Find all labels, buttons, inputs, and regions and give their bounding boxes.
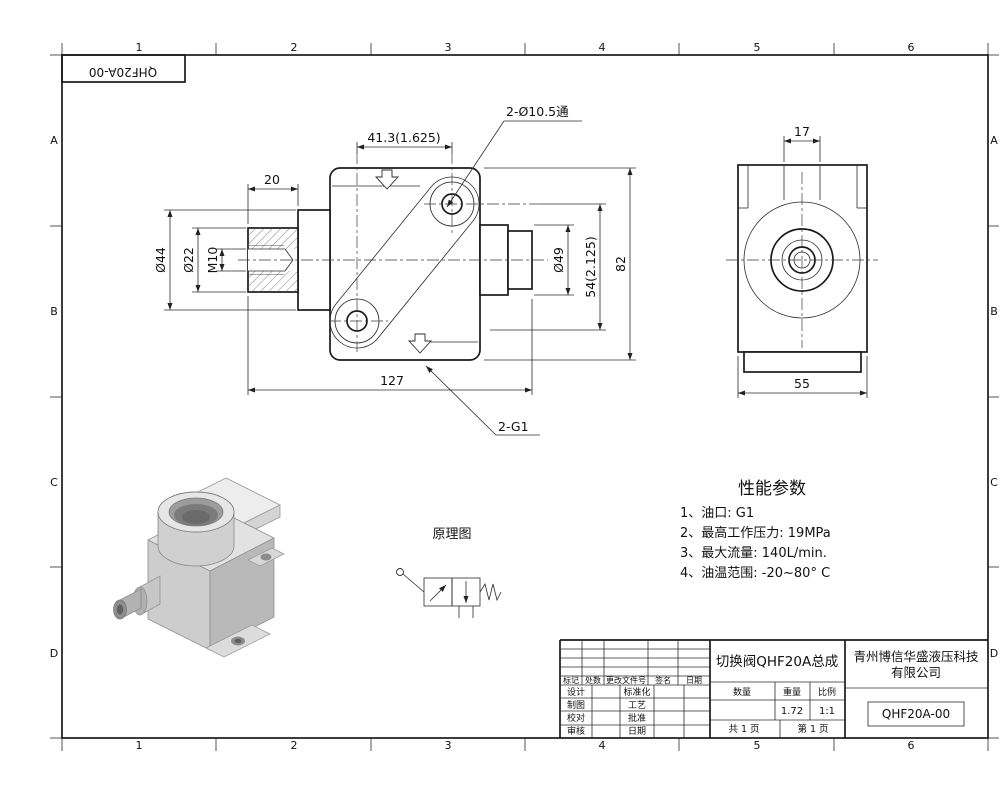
role-label: 校对: [567, 712, 585, 724]
performance-title: 性能参数: [738, 479, 806, 499]
rev-header: 标记: [563, 675, 579, 685]
performance-notes: 性能参数 1、油口: G1 2、最高工作压力: 19MPa 3、最大流量: 14…: [680, 479, 831, 581]
flow-arrow-top-icon: [374, 169, 400, 190]
company-name-line1: 青州博信华盛液压科技: [853, 649, 979, 664]
dim-thread: M10: [205, 247, 220, 274]
zone-row-left: C: [50, 476, 58, 489]
scale-label: 比例: [818, 686, 836, 698]
lever-pivot: [396, 568, 404, 576]
performance-item: 4、油温范围: -20~80° C: [680, 566, 830, 581]
qty-headers: 数量 重量 比例 1.72 1:1 共 1 页 第 1 页: [728, 686, 836, 735]
zone-col-bottom: 6: [908, 739, 915, 752]
performance-item: 1、油口: G1: [680, 506, 754, 521]
zone-ticks: [50, 43, 999, 751]
zone-col-bottom: 2: [291, 739, 298, 752]
zone-row-left: D: [50, 647, 58, 660]
zone-col-top: 3: [445, 41, 452, 54]
role-label: 标准化: [623, 686, 650, 698]
hydraulic-symbol: [396, 568, 502, 618]
port-note: 2-G1: [498, 419, 529, 434]
zone-row-right: B: [990, 305, 998, 318]
performance-item: 2、最高工作压力: 19MPa: [680, 525, 831, 541]
zone-col-top: 6: [908, 41, 915, 54]
dim-height: 82: [613, 256, 628, 272]
role-label: 批准: [628, 712, 646, 724]
role-label: 工艺: [628, 700, 646, 711]
rev-header: 更改文件号: [606, 675, 646, 685]
sheet-frame: 1 2 3 4 5 6 1 2 3 4 5 6 A B C D A B C D …: [50, 41, 999, 752]
revision-headers: 标记 处数 更改文件号 签名 日期: [563, 675, 702, 685]
total-pages: 共 1 页: [728, 724, 759, 735]
weight-value: 1.72: [781, 706, 803, 717]
dim-top-width: 41.3(1.625): [367, 130, 440, 145]
hole-note: 2-Ø10.5通: [506, 104, 569, 119]
zone-col-bottom: 1: [136, 739, 143, 752]
flow-arrow-bottom-icon: [407, 333, 433, 354]
drill-point: [284, 248, 294, 272]
title-block: 标记 处数 更改文件号 签名 日期 设计 制图 校对 审核 标准化 工艺 批准 …: [559, 639, 988, 738]
zone-col-top: 2: [291, 41, 298, 54]
dim-boss-dia: Ø22: [181, 247, 196, 273]
corner-drawing-number: QHF20A-00: [89, 65, 157, 79]
dim-length: 127: [380, 373, 404, 388]
qty-label: 数量: [733, 686, 751, 698]
internal-contour: [329, 176, 480, 349]
dim-boss-length: 20: [264, 172, 280, 187]
dim-end-top: 17: [794, 124, 810, 139]
section-hatch: [248, 271, 298, 292]
main-view: 41.3(1.625) 20 2-Ø10.5通 Ø44 Ø22 M10 Ø49 …: [153, 104, 636, 436]
rev-header: 处数: [585, 675, 601, 685]
iso-block-side: [209, 537, 275, 651]
qty-grid: [710, 681, 845, 738]
zone-col-bottom: 5: [754, 739, 761, 752]
iso-bore: [182, 510, 210, 524]
zone-col-top: 5: [754, 41, 761, 54]
section-hatch: [248, 228, 298, 249]
dim-flange-dia: Ø44: [153, 247, 168, 273]
end-view-outline: [737, 164, 868, 353]
zone-labels: 1 2 3 4 5 6 1 2 3 4 5 6 A B C D A B C D: [50, 41, 998, 752]
spring-symbol: [479, 582, 502, 602]
schematic: 原理图: [396, 527, 502, 618]
zone-row-right: D: [990, 647, 998, 660]
zone-row-right: C: [990, 476, 998, 489]
dim-end-width: 55: [794, 376, 810, 391]
schematic-label: 原理图: [432, 527, 471, 542]
zone-row-right: A: [990, 134, 998, 147]
role-label: 审核: [567, 725, 585, 737]
zone-col-top: 4: [599, 41, 606, 54]
end-view-base: [743, 351, 862, 373]
revision-grid: [560, 640, 710, 738]
performance-item: 3、最大流量: 140L/min.: [680, 546, 827, 561]
zone-col-top: 1: [136, 41, 143, 54]
rev-header: 签名: [655, 675, 671, 685]
dim-hole-span: 54(2.125): [583, 236, 598, 297]
role-label: 设计: [567, 686, 585, 698]
rev-header: 日期: [686, 676, 702, 685]
zone-col-bottom: 4: [599, 739, 606, 752]
role-label: 日期: [628, 726, 646, 737]
zone-row-left: B: [50, 305, 58, 318]
corner-title-box: [61, 54, 186, 83]
company-name-line2: 有限公司: [891, 665, 941, 680]
drawing-number-box: [867, 701, 965, 727]
scale-value: 1:1: [819, 706, 835, 717]
zone-row-left: A: [50, 134, 58, 147]
role-label: 制图: [567, 699, 585, 711]
drawing-number: QHF20A-00: [882, 707, 950, 721]
drawing-title: 切换阀QHF20A总成: [716, 654, 838, 670]
end-view: 17 55: [726, 124, 878, 398]
dim-cyl-dia: Ø49: [551, 247, 566, 273]
valve-body-outline: [329, 167, 481, 361]
weight-label: 重量: [783, 686, 801, 698]
page-number: 第 1 页: [797, 723, 828, 735]
isometric-view: [113, 477, 285, 658]
zone-col-bottom: 3: [445, 739, 452, 752]
role-labels: 设计 制图 校对 审核 标准化 工艺 批准 日期: [567, 686, 651, 737]
